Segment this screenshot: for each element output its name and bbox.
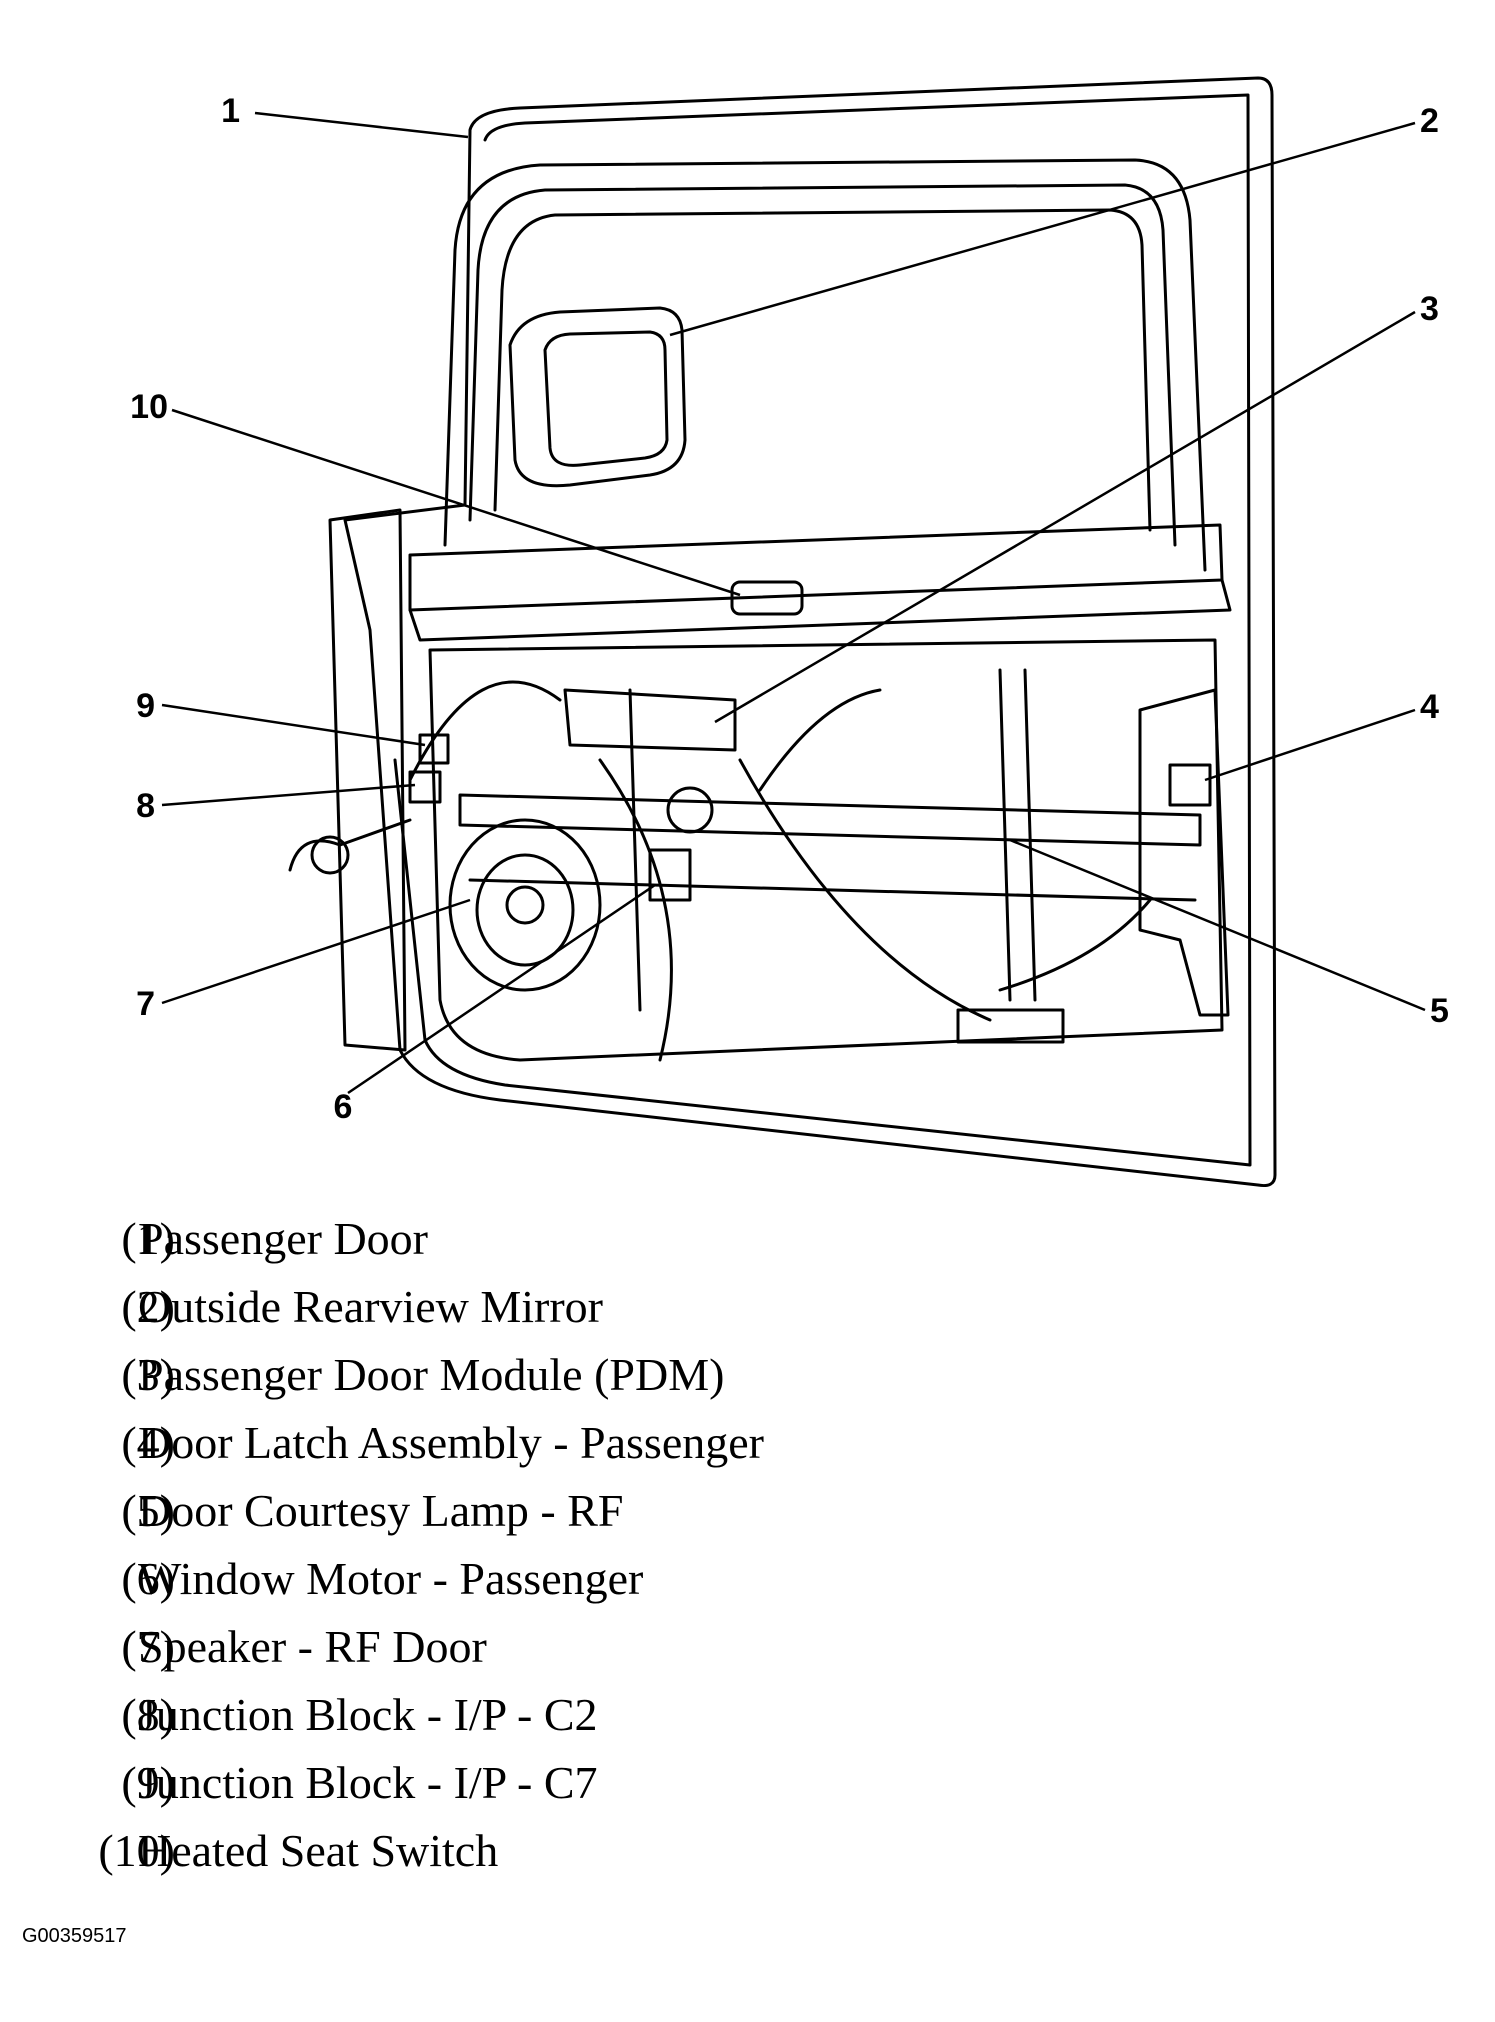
legend-item: (1) Passenger Door <box>40 1205 1440 1273</box>
legend-item: (10) Heated Seat Switch <box>40 1817 1440 1885</box>
legend-item: (3) Passenger Door Module (PDM) <box>40 1341 1440 1409</box>
legend-label: Window Motor - Passenger <box>138 1553 644 1604</box>
legend-label: Passenger Door Module (PDM) <box>138 1349 725 1400</box>
callout-6: 6 <box>334 1088 353 1126</box>
window-inner-edge <box>493 208 1152 532</box>
junction-block-c2 <box>408 770 442 804</box>
callout-2: 2 <box>1420 102 1439 140</box>
leader-line-4 <box>1204 708 1416 782</box>
legend-item: (2) Outside Rearview Mirror <box>40 1273 1440 1341</box>
legend-item: (5) Door Courtesy Lamp - RF <box>40 1477 1440 1545</box>
leader-line-5 <box>1009 838 1426 1012</box>
legend-label: Outside Rearview Mirror <box>138 1281 603 1332</box>
beltline-beam <box>408 523 1224 612</box>
inner-panel <box>428 638 1224 1062</box>
legend-label: Junction Block - I/P - C2 <box>138 1689 598 1740</box>
junction-block-c7 <box>418 733 450 765</box>
leader-line-1 <box>254 111 469 139</box>
legend-number: (1) <box>121 1213 175 1264</box>
outside-rearview-mirror <box>508 306 687 488</box>
window-motor <box>648 848 692 902</box>
callout-5: 5 <box>1430 992 1449 1030</box>
wire-grommet <box>310 835 350 875</box>
window-glass <box>468 183 1177 547</box>
door-latch-connector <box>1168 763 1212 807</box>
regulator-rail-front <box>628 688 642 1012</box>
mirror-glass <box>543 330 669 467</box>
component-legend: (1) Passenger Door (2) Outside Rearview … <box>40 1205 1440 1885</box>
callout-3: 3 <box>1420 290 1439 328</box>
lower-trim-rail-2 <box>468 878 1197 902</box>
legend-number: (9) <box>121 1757 175 1808</box>
legend-label: Door Latch Assembly - Passenger <box>138 1417 764 1468</box>
legend-number: (6) <box>121 1553 175 1604</box>
leader-line-7 <box>161 898 471 1005</box>
legend-label: Junction Block - I/P - C7 <box>138 1757 598 1808</box>
speaker-center <box>505 885 545 925</box>
door-diagram: 1 2 3 4 5 6 7 8 9 10 <box>130 76 1449 1187</box>
legend-number: (5) <box>121 1485 175 1536</box>
regulator-rail-rear <box>998 668 1012 1002</box>
regulator-rail-rear-2 <box>1023 668 1037 1002</box>
legend-item: (4) Door Latch Assembly - Passenger <box>40 1409 1440 1477</box>
legend-number: (7) <box>121 1621 175 1672</box>
leader-line-6 <box>347 883 656 1095</box>
legend-label: Door Courtesy Lamp - RF <box>138 1485 624 1536</box>
leader-line-8 <box>161 783 416 807</box>
legend-label: Heated Seat Switch <box>138 1825 499 1876</box>
door-outer-outline <box>343 76 1277 1187</box>
legend-item: (9) Junction Block - I/P - C7 <box>40 1749 1440 1817</box>
callout-9: 9 <box>136 687 155 725</box>
passenger-door-module <box>563 688 737 752</box>
figure-id: G00359517 <box>22 1925 127 1947</box>
legend-item: (6) Window Motor - Passenger <box>40 1545 1440 1613</box>
legend-item: (7) Speaker - RF Door <box>40 1613 1440 1681</box>
lower-trim-rail <box>458 793 1202 847</box>
legend-label: Passenger Door <box>138 1213 428 1264</box>
door-courtesy-lamp <box>956 1008 1065 1044</box>
legend-number: (8) <box>121 1689 175 1740</box>
window-motor-gear <box>666 786 714 834</box>
speaker-cone <box>475 853 575 967</box>
beltline-lower <box>408 578 1232 642</box>
legend-number: (2) <box>121 1281 175 1332</box>
door-inner-outline <box>393 93 1252 1167</box>
legend-item: (8) Junction Block - I/P - C2 <box>40 1681 1440 1749</box>
callout-10: 10 <box>130 388 168 426</box>
callout-4: 4 <box>1420 688 1439 726</box>
leader-line-3 <box>714 310 1416 724</box>
leader-line-9 <box>161 703 426 747</box>
legend-number: (10) <box>98 1825 175 1876</box>
heated-seat-switch <box>730 580 804 616</box>
leader-line-10 <box>171 408 741 597</box>
legend-number: (4) <box>121 1417 175 1468</box>
legend-label: Speaker - RF Door <box>138 1621 487 1672</box>
wire-harness <box>408 680 1152 1062</box>
window-frame-outer <box>443 158 1207 572</box>
callout-1: 1 <box>221 92 240 130</box>
speaker-rf-door <box>448 818 602 992</box>
callout-8: 8 <box>136 787 155 825</box>
latch-bracket <box>1138 688 1230 1017</box>
legend-number: (3) <box>121 1349 175 1400</box>
callout-7: 7 <box>136 985 155 1023</box>
wire-harness-lead <box>288 818 412 872</box>
leader-line-2 <box>669 121 1416 337</box>
